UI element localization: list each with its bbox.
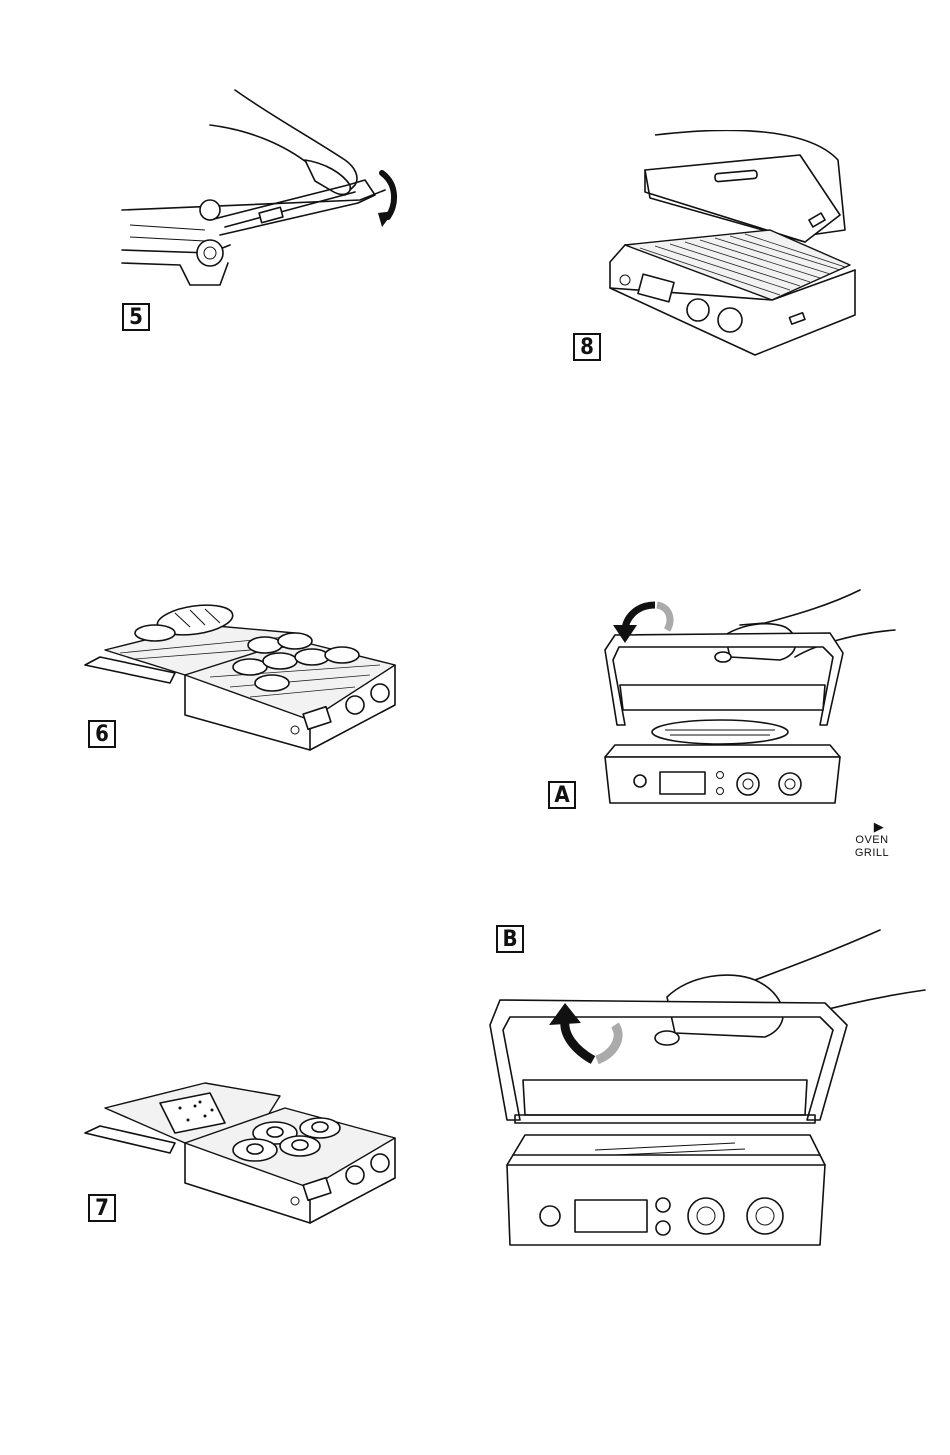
dial-knob-icon [346, 696, 364, 714]
burger-patty [263, 653, 297, 669]
rotate-arrow-icon [565, 1020, 593, 1060]
arm-outline [740, 590, 860, 625]
burger-patty [278, 633, 312, 649]
display-screen-icon [638, 274, 674, 302]
burger-patty [233, 659, 267, 675]
mode-indicator: ▶ OVEN GRILL [842, 820, 902, 860]
figure-label-8: 8 [573, 333, 601, 361]
panini-food [652, 720, 788, 744]
figure-7-illustration [80, 1078, 400, 1228]
arm-outline [755, 930, 880, 980]
figure-8-illustration [600, 130, 860, 365]
upper-plate [620, 685, 825, 710]
dial-knob-icon [687, 299, 709, 321]
figure-A-illustration [595, 585, 900, 810]
figure-6-illustration [80, 595, 400, 755]
display-screen-icon [660, 772, 705, 794]
burger-patty [295, 649, 329, 665]
dial-knob-icon [737, 773, 759, 795]
dial-knob-icon [747, 1198, 783, 1234]
lower-plate [605, 745, 840, 757]
lower-plate [513, 1135, 820, 1155]
dial-knob-icon [718, 308, 742, 332]
burger-patty [248, 637, 282, 653]
display-screen-icon [575, 1200, 647, 1232]
hinge-knob-icon [200, 200, 220, 220]
figure-5-illustration [110, 85, 410, 305]
dial-knob-icon [688, 1198, 724, 1234]
figure-B-illustration [485, 925, 935, 1250]
upper-plate [523, 1080, 807, 1115]
figure-label-5: 5 [122, 303, 150, 331]
figure-label-6: 6 [88, 720, 116, 748]
dial-knob-icon [346, 1166, 364, 1184]
figure-label-7: 7 [88, 1194, 116, 1222]
upper-lid-frame [605, 633, 843, 725]
dial-knob-icon [371, 1154, 389, 1172]
down-arrow-icon [382, 173, 394, 217]
figure-label-A: A [548, 781, 576, 809]
dial-knob-icon [779, 773, 801, 795]
mode-indicator-oven: OVEN [842, 834, 902, 847]
burger-patty [255, 675, 289, 691]
burger-patty [325, 647, 359, 663]
mode-indicator-grill: GRILL [842, 847, 902, 860]
dial-knob-icon [371, 684, 389, 702]
play-triangle-icon: ▶ [856, 820, 902, 834]
hand-icon [305, 160, 350, 194]
